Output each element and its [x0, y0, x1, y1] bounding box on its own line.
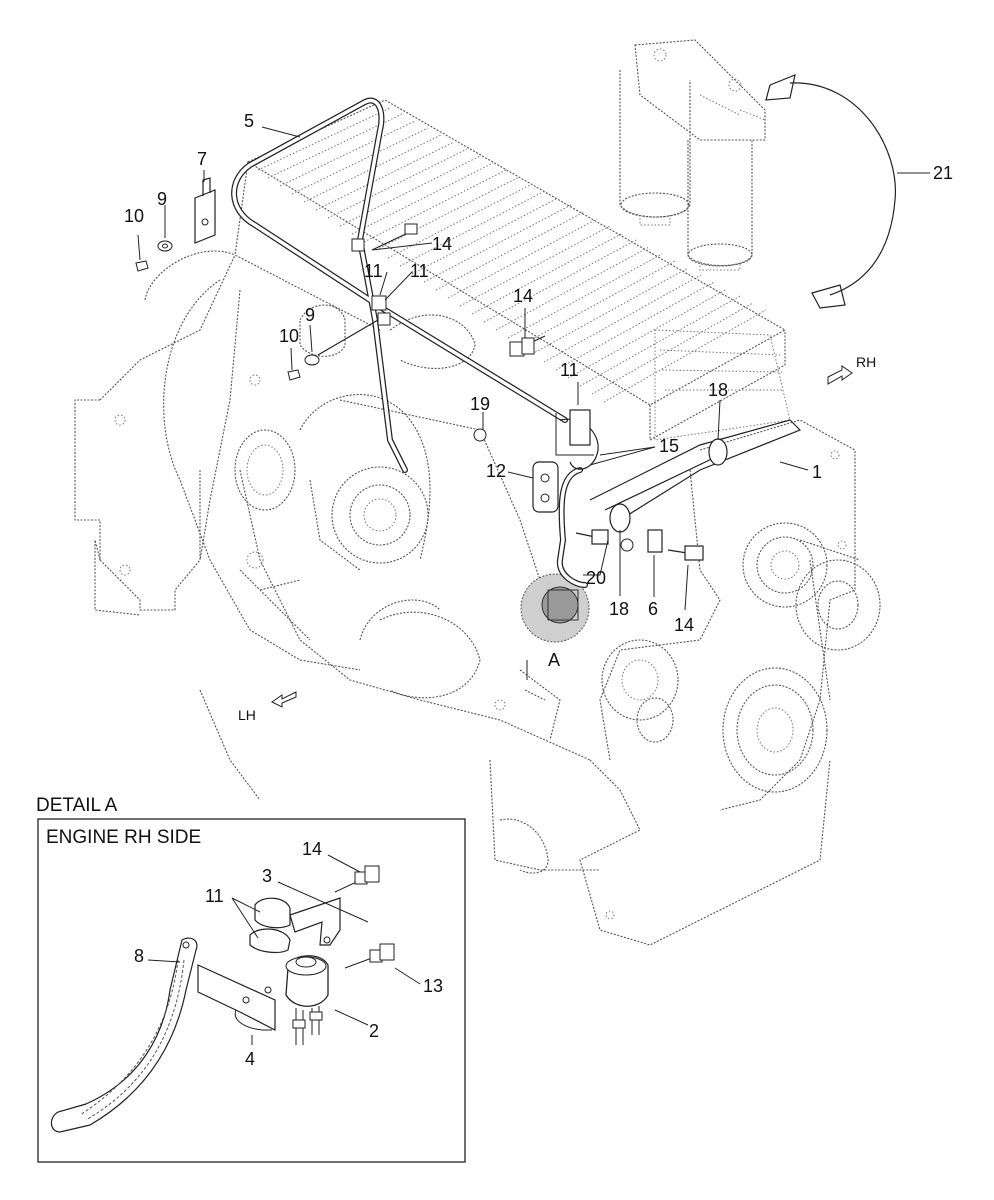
lh-arrow-icon	[271, 691, 297, 708]
callout-9: 9	[305, 305, 315, 325]
detail-title: DETAIL A	[36, 795, 118, 816]
harness-21	[765, 74, 897, 309]
callout-11: 11	[410, 261, 429, 281]
callout-14: 14	[432, 234, 452, 254]
callout-10: 10	[124, 206, 144, 226]
detail-callout-3: 3	[262, 866, 272, 886]
callout-9: 9	[157, 189, 167, 209]
callout-leaders	[137, 126, 930, 680]
hose-clips-11	[287, 238, 391, 381]
callout-18: 18	[708, 380, 728, 400]
detail-parts-drawing	[50, 865, 395, 1133]
callout-7: 7	[197, 149, 207, 169]
callout-labels: 5 7 9 10 14 11 11 14 9 10 11 18 19 15 12…	[124, 111, 953, 723]
callout-12: 12	[486, 461, 506, 481]
rh-label: RH	[856, 354, 876, 370]
callout-6: 6	[648, 599, 658, 619]
fuel-filter-assembly	[619, 39, 766, 271]
oil-line-5	[231, 97, 568, 473]
lh-label: LH	[238, 707, 256, 723]
callout-19: 19	[470, 394, 490, 414]
wire-harness-1	[473, 419, 802, 561]
detail-leaders	[147, 854, 421, 1045]
sensor-line-12	[532, 409, 599, 588]
detail-callout-11: 11	[205, 886, 224, 906]
callout-5: 5	[244, 111, 254, 131]
detail-callout-labels: 14 11 3 8 13 2 4	[134, 839, 443, 1069]
callout-1: 1	[812, 462, 822, 482]
bolts-14	[371, 223, 546, 357]
detail-callout-14: 14	[302, 839, 322, 859]
detail-callout-4: 4	[245, 1049, 255, 1069]
callout-14: 14	[674, 615, 694, 635]
detail-callout-13: 13	[423, 976, 443, 996]
callout-14: 14	[513, 286, 533, 306]
detail-subtitle: ENGINE RH SIDE	[46, 827, 201, 848]
callout-20: 20	[586, 568, 606, 588]
rh-arrow-icon	[827, 365, 853, 385]
detail-callout-2: 2	[369, 1021, 379, 1041]
callout-A: A	[548, 650, 560, 670]
callout-11: 11	[364, 261, 383, 281]
callout-21: 21	[933, 163, 953, 183]
callout-15: 15	[659, 436, 679, 456]
shaded-sensor-area	[520, 573, 590, 643]
detail-callout-8: 8	[134, 946, 144, 966]
callout-18: 18	[609, 599, 629, 619]
bracket-7-group	[135, 177, 216, 272]
callout-11: 11	[560, 360, 579, 380]
callout-10: 10	[279, 326, 299, 346]
engine-block-drawing	[74, 99, 881, 946]
